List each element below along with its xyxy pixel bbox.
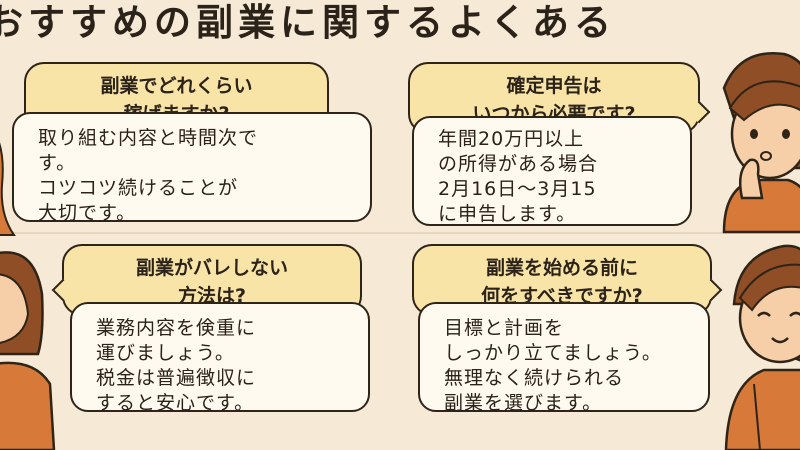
page-title: おすすめの副業に関するよくある xyxy=(0,1,616,44)
question-1-line-1: 副業でどれくらい xyxy=(100,75,253,97)
woman-illustration-left-top xyxy=(0,142,16,236)
answer-4-line-4: 副業を選びます。 xyxy=(444,392,603,414)
answer-1-line-1: 取り組む内容と時間次で xyxy=(38,127,259,149)
answer-1-line-2: す。 xyxy=(38,152,77,174)
question-4-line-1: 副業を始める前に xyxy=(485,257,638,279)
section-divider xyxy=(0,232,800,234)
question-3-line-1: 副業がバレしない xyxy=(135,257,288,279)
answer-2-line-4: に申告します。 xyxy=(438,203,577,225)
answer-box-1: 取り組む内容と時間次で す。 コツコツ続けることが 大切です。 xyxy=(12,112,372,224)
answer-3-line-1: 業務内容を倹重に xyxy=(96,317,257,339)
answer-4-line-2: しっかり立てましょう。 xyxy=(444,342,662,364)
answer-1-line-4: 大切です。 xyxy=(38,202,137,224)
woman-illustration-left-bottom xyxy=(0,251,56,450)
question-2-line-1: 確定申告は xyxy=(506,75,602,97)
answer-2-line-1: 年間20万円以上 xyxy=(438,128,585,150)
answer-1-line-3: コツコツ続けることが xyxy=(38,177,239,199)
answer-3-line-4: すると安心です。 xyxy=(96,392,255,414)
question-4-line-2: 何をすべきですか? xyxy=(481,285,643,307)
answer-3-line-2: 運びましょう。 xyxy=(96,342,235,364)
answer-4-line-3: 無理なく続けられる xyxy=(444,367,625,389)
answer-box-2: 年間20万円以上 の所得がある場合 2月16日〜3月15 に申告します。 xyxy=(412,116,692,226)
answer-box-3: 業務内容を倹重に 運びましょう。 税金は普遍徴収に すると安心です。 xyxy=(70,302,370,414)
answer-box-4: 目標と計画を しっかり立てましょう。 無理なく続けられる 副業を選びます。 xyxy=(418,302,710,414)
answer-3-line-3: 税金は普遍徴収に xyxy=(96,367,257,389)
smiling-woman-illustration xyxy=(724,244,800,450)
answer-2-line-2: の所得がある場合 xyxy=(438,153,599,175)
answer-4-line-1: 目標と計画を xyxy=(444,317,565,339)
answer-2-line-3: 2月16日〜3月15 xyxy=(438,178,597,200)
thinking-woman-illustration xyxy=(722,52,800,234)
question-3-line-2: 方法は? xyxy=(177,285,247,307)
